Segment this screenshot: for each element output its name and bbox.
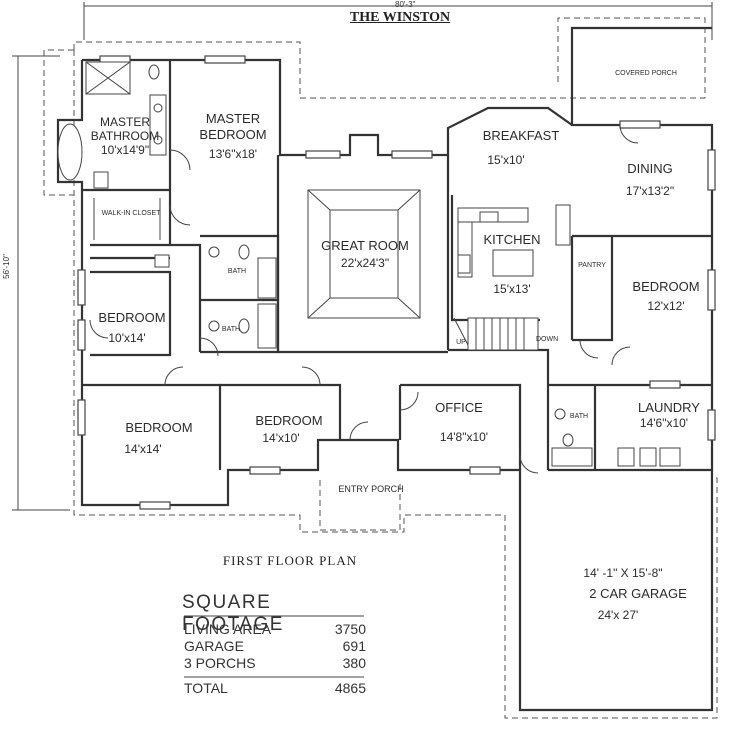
row-label: GARAGE (184, 638, 244, 654)
great-room-size: 22'x24'3" (340, 256, 390, 270)
kitchen-fixtures (457, 204, 571, 278)
walk-in-closet-shelves (93, 198, 161, 240)
depth-dimension-line (12, 55, 70, 511)
master-bath-label: MASTER BATHROOM (90, 115, 160, 143)
breakfast-size: 15'x10' (487, 153, 525, 167)
garage-label: 2 CAR GARAGE (589, 586, 687, 601)
laundry-size: 14'6"x10' (639, 416, 689, 430)
row-label: 3 PORCHS (184, 655, 256, 671)
hall-bath-fixtures (154, 244, 277, 349)
bedroom-northwest-size: 10'x14' (108, 331, 146, 345)
master-bath-size: 10'x14'9" (100, 143, 150, 157)
plan-title: THE WINSTON (349, 10, 451, 25)
interior-walls (82, 155, 712, 472)
bedroom-south-size: 14'x10' (262, 431, 300, 445)
bath-label-upper: BATH (227, 268, 247, 275)
bedroom-northwest-label: BEDROOM (98, 310, 166, 325)
bedroom-east-label: BEDROOM (632, 279, 700, 294)
row-value: 380 (342, 655, 366, 671)
bedroom-south-label: BEDROOM (255, 413, 323, 428)
entry-porch-label: ENTRY PORCH (338, 484, 404, 494)
floor-plan-caption: FIRST FLOOR PLAN (222, 553, 358, 568)
great-room-tray-ceiling (307, 189, 421, 319)
row-value: 691 (342, 638, 366, 654)
total-value: 4865 (334, 680, 366, 696)
covered-porch-label: COVERED PORCH (615, 70, 677, 77)
square-footage-rules (184, 615, 364, 678)
bedroom-southwest-size: 14'x14' (124, 442, 162, 456)
dining-size: 17'x13'2" (625, 184, 675, 198)
office-size: 14'8"x10' (439, 430, 489, 444)
garage-dimensions: 14' -1" X 15'-8" (583, 566, 663, 580)
stairs (453, 317, 539, 351)
width-dimension-line (83, 2, 713, 40)
stair-up-label: UP (456, 339, 466, 346)
great-room-label: GREAT ROOM (321, 238, 409, 253)
master-bedroom-label: MASTER BEDROOM (199, 111, 267, 142)
garage-size: 24'x 27' (597, 608, 639, 622)
width-dimension-label: 80'-3" (395, 0, 416, 9)
bath-label-lower: BATH (221, 326, 241, 333)
kitchen-size: 15'x13' (493, 282, 531, 296)
bedroom-east-size: 12'x12' (647, 299, 685, 313)
square-footage-total: TOTAL 4865 (184, 680, 366, 696)
pantry-label: PANTRY (578, 262, 606, 269)
walk-in-closet-label: WALK-IN CLOSET (101, 210, 161, 217)
office-label: OFFICE (435, 400, 483, 415)
roof-overhang-outline (43, 17, 718, 719)
windows (77, 55, 716, 510)
square-footage-title: SQUARE FOOTAGE (182, 592, 284, 635)
square-footage-row: 3 PORCHS 380 (184, 655, 366, 671)
square-footage-row: GARAGE 691 (184, 638, 366, 654)
dining-label: DINING (627, 161, 673, 176)
row-label: LIVING AREA (184, 621, 272, 637)
stair-down-label: DOWN (536, 336, 559, 343)
master-bedroom-size: 13'6"x18' (208, 147, 258, 161)
total-label: TOTAL (184, 680, 228, 696)
bath-label-laundry: BATH (569, 413, 589, 420)
kitchen-label: KITCHEN (483, 232, 541, 247)
row-value: 3750 (334, 621, 366, 637)
square-footage-row: LIVING AREA 3750 (184, 621, 366, 637)
breakfast-label: BREAKFAST (482, 128, 560, 143)
master-bath-fixtures (57, 61, 167, 189)
laundry-fixtures (551, 408, 681, 467)
exterior-walls (56, 26, 714, 712)
depth-dimension-label: 56'-10" (1, 254, 11, 279)
door-swings (89, 124, 639, 474)
bedroom-southwest-label: BEDROOM (125, 420, 193, 435)
laundry-label: LAUNDRY (638, 400, 700, 415)
